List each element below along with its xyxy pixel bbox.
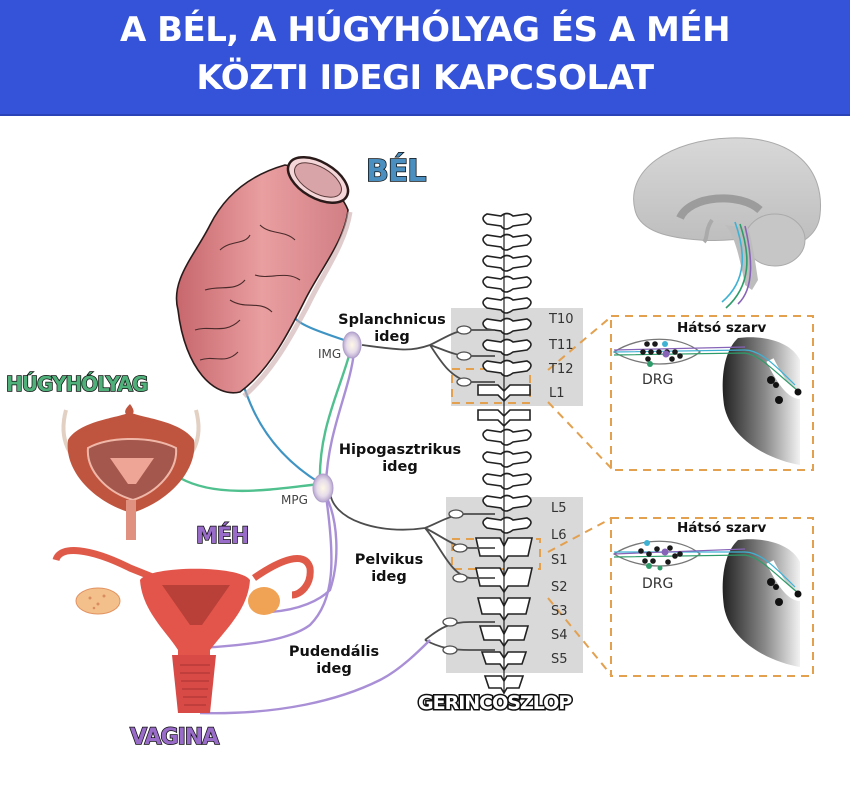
segment-s1: S1 bbox=[551, 553, 568, 568]
label-bladder: HÚGYHÓLYAG bbox=[5, 371, 149, 397]
bladder-illustration bbox=[61, 404, 201, 540]
img-ganglion bbox=[342, 331, 362, 359]
detail-1-title: Hátsó szarv bbox=[677, 320, 767, 336]
drg-detail-1 bbox=[612, 337, 802, 465]
label-vagina: VAGINA bbox=[129, 724, 220, 751]
segment-s3: S3 bbox=[551, 604, 568, 619]
segment-s2: S2 bbox=[551, 580, 568, 595]
title-banner: A BÉL, A HÚGYHÓLYAG ÉS A MÉH KÖZTI IDEGI… bbox=[0, 0, 850, 116]
label-uterus: MÉH bbox=[195, 523, 250, 550]
segment-l6: L6 bbox=[551, 528, 567, 543]
label-pelvic-nerve: Pelvikus ideg bbox=[354, 552, 424, 585]
segment-t11: T11 bbox=[549, 338, 574, 353]
label-bowel: BÉL bbox=[365, 153, 427, 190]
label-pudendal-nerve: Pudendális ideg bbox=[288, 644, 380, 677]
segment-t10: T10 bbox=[549, 312, 574, 327]
label-spine: GERINCOSZLOP bbox=[416, 691, 573, 716]
vertebral-column bbox=[475, 212, 533, 695]
segment-s4: S4 bbox=[551, 628, 568, 643]
label-splanchnic-nerve: Splanchnicus ideg bbox=[338, 312, 446, 345]
diagram-canvas: BÉL HÚGYHÓLYAG MÉH VAGINA GERINCOSZLOP I… bbox=[0, 116, 850, 786]
mpg-ganglion bbox=[312, 473, 334, 503]
label-hypogastric-nerve: Hipogasztrikus ideg bbox=[338, 442, 462, 475]
title-line-2: KÖZTI IDEGI KAPCSOLAT bbox=[196, 58, 654, 98]
title-line-1: A BÉL, A HÚGYHÓLYAG ÉS A MÉH bbox=[119, 10, 731, 50]
segment-s5: S5 bbox=[551, 652, 568, 667]
brain-illustration bbox=[633, 137, 822, 309]
label-mpg: MPG bbox=[281, 493, 308, 507]
drg-detail-2 bbox=[612, 539, 802, 667]
segment-t12: T12 bbox=[549, 362, 574, 377]
detail-2-title: Hátsó szarv bbox=[677, 520, 767, 536]
segment-l5: L5 bbox=[551, 501, 567, 516]
label-img: IMG bbox=[318, 347, 342, 361]
bowel-illustration bbox=[175, 156, 353, 398]
detail-1-drg-label: DRG bbox=[642, 372, 674, 388]
diagram-graphics bbox=[52, 137, 822, 715]
uterus-illustration bbox=[52, 547, 314, 713]
segment-l1: L1 bbox=[549, 386, 565, 401]
detail-2-drg-label: DRG bbox=[642, 576, 674, 592]
